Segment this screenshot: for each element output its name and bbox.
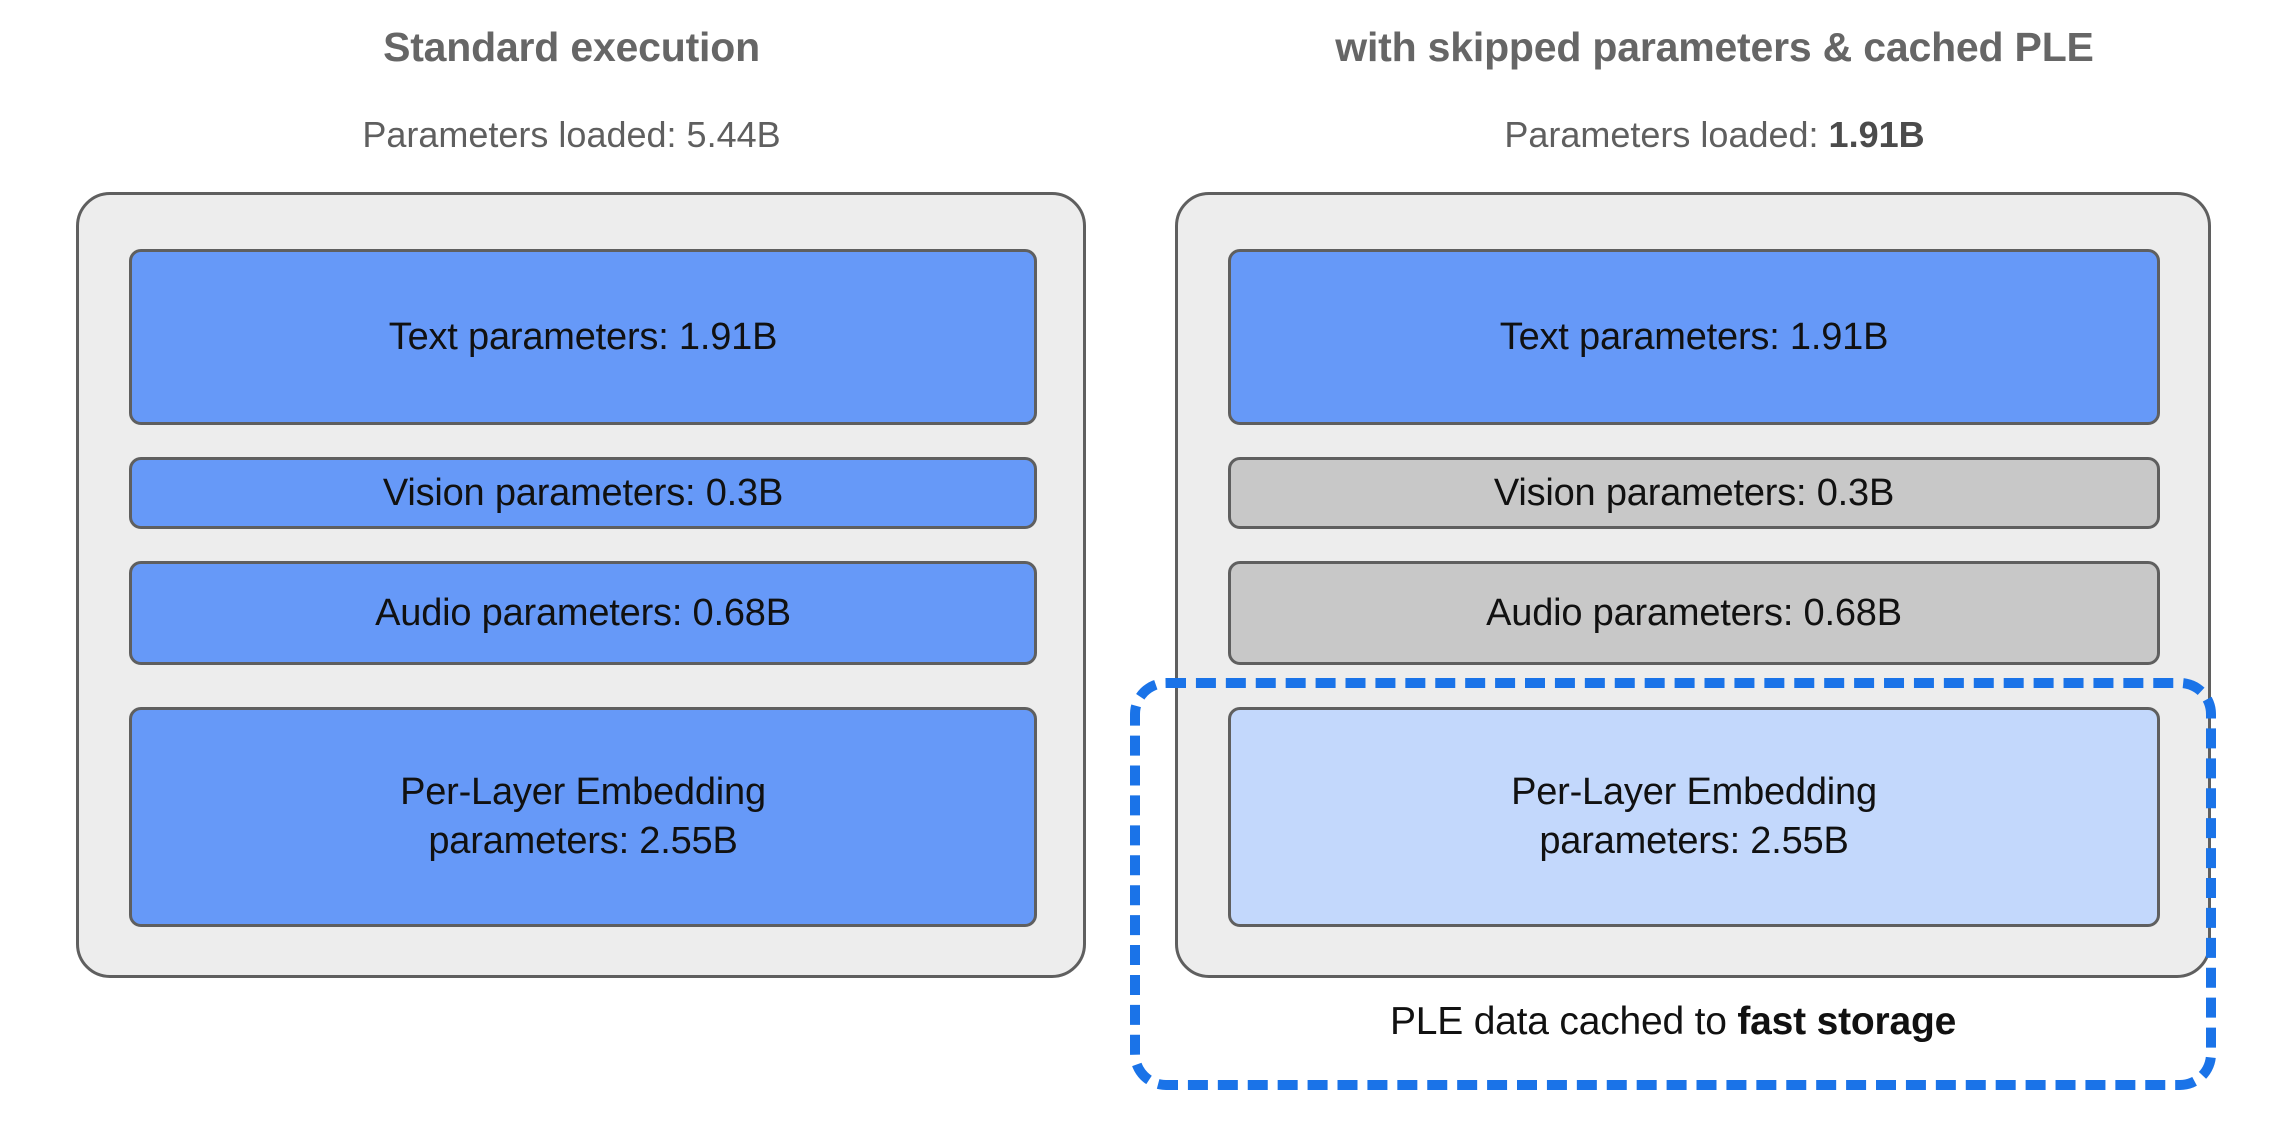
box-audio-parameters-right-label: Audio parameters: 0.68B	[1486, 591, 1902, 634]
box-ple-parameters-right-line1: Per-Layer Embedding	[1511, 771, 1877, 814]
column-skipped-and-cached: with skipped parameters & cached PLE Par…	[1143, 0, 2286, 1134]
box-ple-parameters-left-line1: Per-Layer Embedding	[400, 771, 766, 814]
column-subtitle-standard-execution: Parameters loaded: 5.44B	[0, 114, 1143, 156]
parameters-loaded-value-right: 1.91B	[1828, 114, 1925, 155]
box-ple-parameters-right-line2: parameters: 2.55B	[1539, 820, 1849, 862]
cached-ple-caption-emphasis: fast storage	[1737, 1000, 1957, 1043]
box-text-parameters-left-label: Text parameters: 1.91B	[388, 315, 778, 358]
cached-ple-caption: PLE data cached to fast storage	[1130, 1000, 2216, 1044]
column-subtitle-skipped-and-cached: Parameters loaded: 1.91B	[1143, 114, 2286, 156]
box-audio-parameters-left[interactable]: Audio parameters: 0.68B	[129, 561, 1037, 665]
cached-ple-caption-prefix: PLE data cached to	[1389, 1000, 1738, 1043]
box-text-parameters-right-label: Text parameters: 1.91B	[1499, 315, 1889, 358]
box-audio-parameters-left-label: Audio parameters: 0.68B	[375, 591, 791, 634]
box-ple-parameters-right[interactable]: Per-Layer Embedding parameters: 2.55B	[1228, 707, 2160, 927]
panel-standard-execution: Text parameters: 1.91B Vision parameters…	[76, 192, 1086, 978]
box-text-parameters-left[interactable]: Text parameters: 1.91B	[129, 249, 1037, 425]
panel-skipped-and-cached: Text parameters: 1.91B Vision parameters…	[1175, 192, 2211, 978]
parameters-loaded-value-left: 5.44B	[686, 114, 781, 155]
box-ple-parameters-right-label: Per-Layer Embedding parameters: 2.55B	[1501, 768, 1887, 865]
box-vision-parameters-right[interactable]: Vision parameters: 0.3B	[1228, 457, 2160, 529]
box-text-parameters-right[interactable]: Text parameters: 1.91B	[1228, 249, 2160, 425]
box-vision-parameters-left[interactable]: Vision parameters: 0.3B	[129, 457, 1037, 529]
box-vision-parameters-left-label: Vision parameters: 0.3B	[382, 471, 784, 514]
box-audio-parameters-right[interactable]: Audio parameters: 0.68B	[1228, 561, 2160, 665]
column-title-skipped-and-cached: with skipped parameters & cached PLE	[1335, 24, 2094, 70]
parameters-loaded-label-right: Parameters loaded:	[1504, 114, 1829, 155]
column-standard-execution: Standard execution Parameters loaded: 5.…	[0, 24, 1143, 978]
box-ple-parameters-left-line2: parameters: 2.55B	[428, 820, 738, 862]
column-title-standard-execution: Standard execution	[383, 24, 760, 70]
box-vision-parameters-right-label: Vision parameters: 0.3B	[1493, 471, 1895, 514]
box-ple-parameters-left[interactable]: Per-Layer Embedding parameters: 2.55B	[129, 707, 1037, 927]
parameters-loaded-label-left: Parameters loaded:	[362, 114, 687, 155]
box-ple-parameters-left-label: Per-Layer Embedding parameters: 2.55B	[390, 768, 776, 865]
